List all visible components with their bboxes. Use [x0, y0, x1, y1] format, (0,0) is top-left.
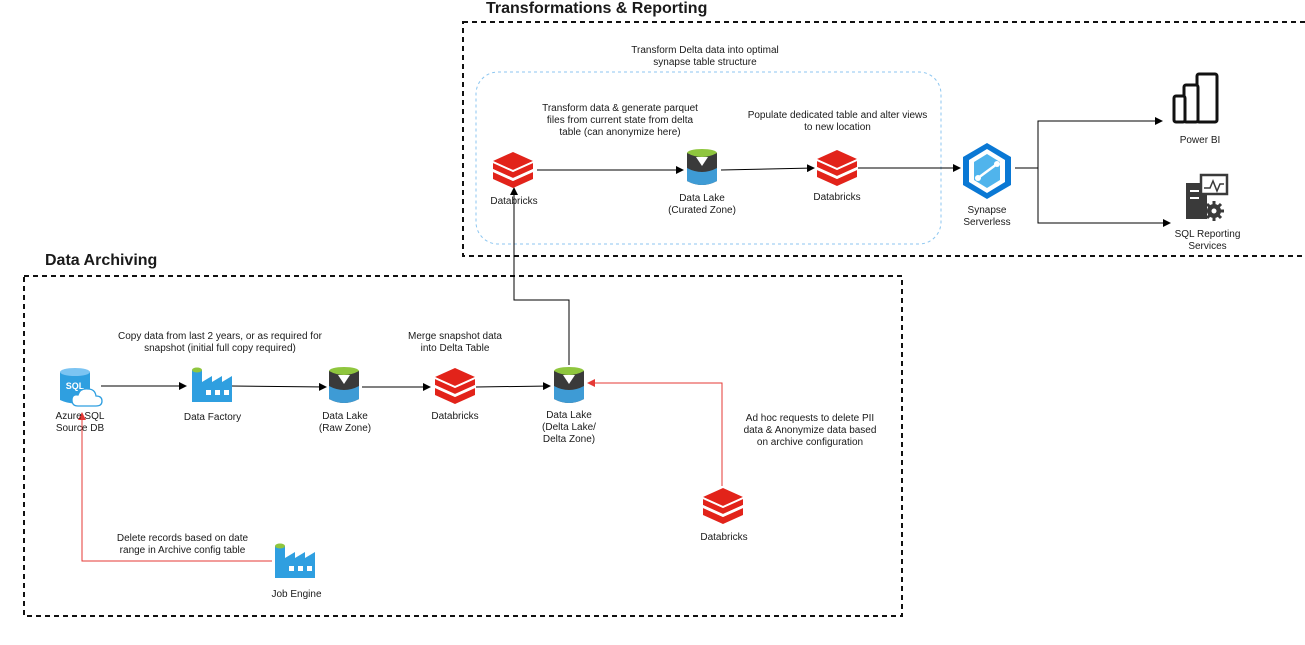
- databricks-adhoc-label: Databricks: [700, 532, 748, 543]
- databricks-populate-icon: [817, 150, 857, 186]
- svg-text:SQL: SQL: [66, 381, 85, 391]
- synapse-serverless-icon: [963, 143, 1011, 199]
- arrow-data-factory-to-raw-lake: [230, 382, 327, 391]
- synapse-group-annotation: Transform Delta data into optimal synaps…: [631, 45, 779, 68]
- datalake-curated-label: Data Lake (Curated Zone): [668, 193, 736, 216]
- arrow-adhoc-databricks-to-delta-lake: [587, 379, 723, 486]
- arrow-databricks-to-delta-lake: [475, 382, 551, 391]
- reporting-section-frame: [462, 21, 1305, 257]
- datalake-raw-icon: [329, 367, 359, 403]
- databricks-transform-label: Databricks: [490, 196, 538, 207]
- adhoc-delete-annotation: Ad hoc requests to delete PII data & Ano…: [743, 413, 877, 448]
- synapse-transform-group: [475, 71, 942, 245]
- transform-parquet-annotation: Transform data & generate parquet files …: [542, 103, 698, 138]
- copy-data-annotation: Copy data from last 2 years, or as requi…: [118, 331, 322, 354]
- azure-sql-label: Azure SQL Source DB: [55, 411, 105, 434]
- sql-reporting-services-icon: [1186, 173, 1229, 221]
- datalake-delta-icon: [554, 367, 584, 403]
- delete-records-annotation: Delete records based on date range in Ar…: [116, 533, 249, 556]
- power-bi-label: Power BI: [1179, 135, 1221, 146]
- azure-sql-icon: SQL: [60, 368, 103, 407]
- arrow-curated-lake-to-databricks: [720, 164, 815, 173]
- synapse-serverless-label: Synapse Serverless: [963, 205, 1011, 228]
- populate-table-annotation: Populate dedicated table and alter views…: [747, 110, 928, 133]
- job-engine-icon: [275, 543, 315, 578]
- databricks-transform-icon: [493, 152, 533, 188]
- databricks-populate-label: Databricks: [813, 192, 861, 203]
- archiving-section-frame: [23, 275, 903, 617]
- datalake-delta-label: Data Lake (Delta Lake/ Delta Zone): [542, 410, 596, 445]
- databricks-merge-icon: [435, 368, 475, 404]
- databricks-merge-label: Databricks: [431, 411, 479, 422]
- data-factory-icon: [192, 367, 232, 402]
- arrow-job-engine-to-sql: [78, 412, 272, 562]
- data-factory-label: Data Factory: [183, 412, 242, 423]
- job-engine-label: Job Engine: [271, 589, 322, 600]
- power-bi-icon: [1172, 72, 1219, 124]
- merge-snapshot-annotation: Merge snapshot data into Delta Table: [408, 331, 502, 354]
- arrow-synapse-to-ssrs: [1037, 168, 1171, 227]
- databricks-adhoc-icon: [703, 488, 743, 524]
- datalake-raw-label: Data Lake (Raw Zone): [318, 411, 372, 434]
- arrow-synapse-to-powerbi: [1015, 117, 1163, 169]
- archiving-section-title: Data Archiving: [45, 252, 158, 269]
- arrow-delta-lake-to-databricks: [510, 187, 570, 365]
- ssrs-label: SQL Reporting Services: [1174, 229, 1241, 252]
- reporting-section-title: Transformations & Reporting: [486, 0, 708, 17]
- datalake-curated-icon: [687, 149, 717, 185]
